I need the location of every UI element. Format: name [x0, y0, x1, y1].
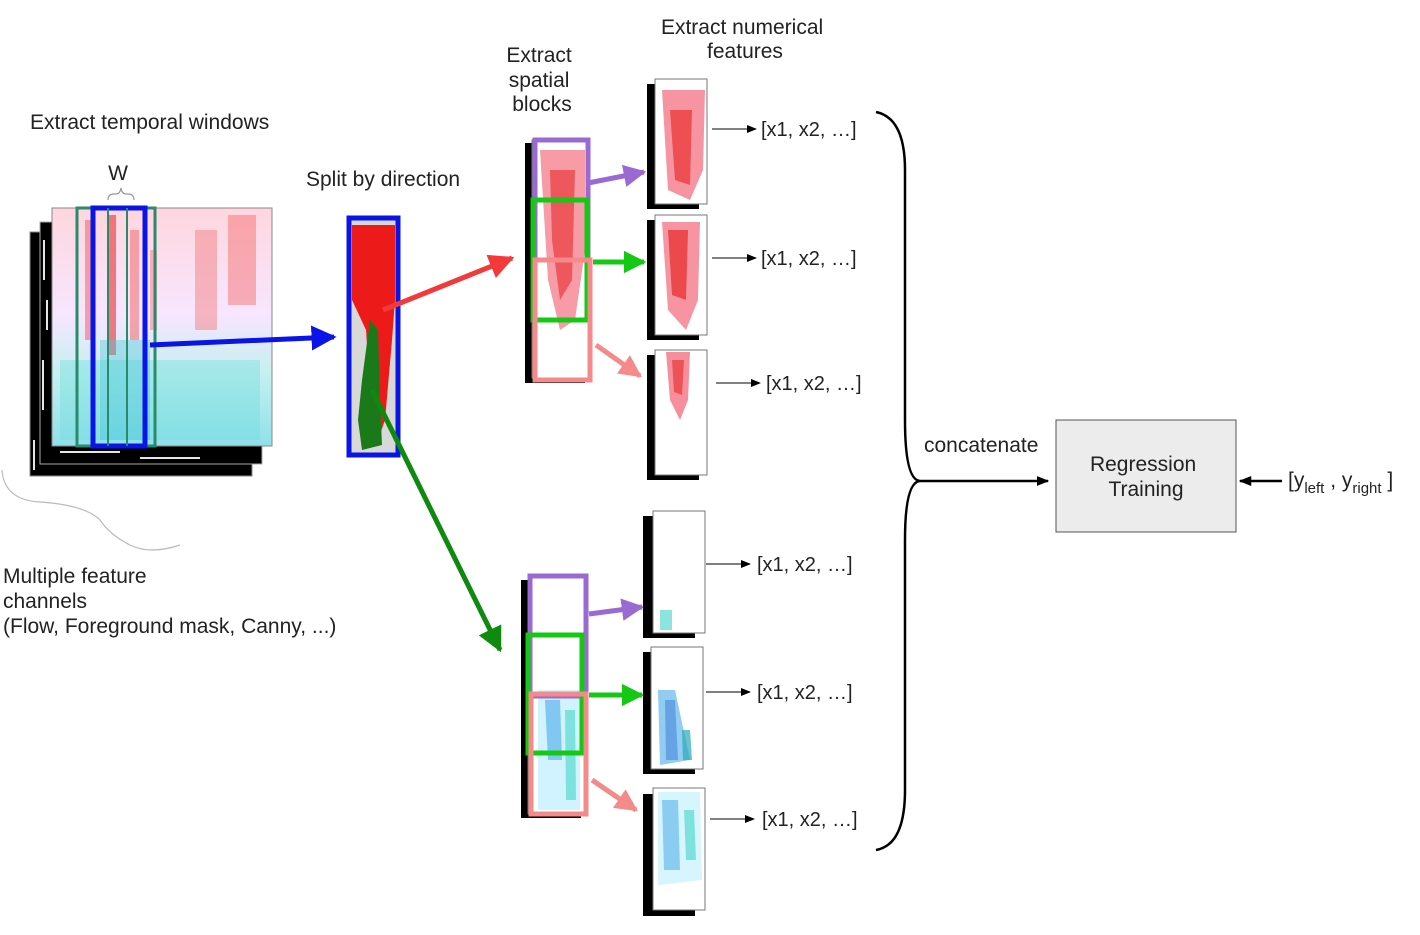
numerical-features-label: Extract numerical features	[661, 16, 829, 63]
concatenate-label: concatenate	[924, 434, 1038, 457]
spatial-blocks-bottom	[521, 573, 589, 818]
feature-block-top-2	[647, 214, 708, 340]
feature-vector-top-3: [x1, x2, …]	[766, 373, 862, 395]
feature-vector-top-1: [x1, x2, …]	[761, 119, 857, 141]
feature-channel-stack	[29, 205, 273, 477]
channels-brace	[1, 469, 181, 551]
temporal-window	[90, 205, 148, 449]
window-width-brace	[107, 187, 135, 201]
window-width-label: W	[108, 162, 128, 185]
spatial-blocks-top	[525, 137, 593, 383]
channels-label: Multiple feature channels (Flow, Foregro…	[3, 565, 336, 638]
feature-block-bottom-2	[643, 646, 704, 774]
bottom-purple-arrow	[588, 598, 645, 621]
to-negative-branch-arrow	[369, 388, 503, 653]
temporal-windows-label: Extract temporal windows	[30, 111, 269, 134]
feature-block-top-1	[647, 78, 708, 209]
regression-training-box	[1055, 419, 1237, 533]
to-split-arrow	[149, 325, 337, 351]
feature-block-top-3	[647, 349, 708, 480]
feature-block-bottom-3	[643, 787, 706, 916]
top-salmon-arrow	[594, 342, 642, 379]
spatial-blocks-label: Extract spatial blocks	[506, 44, 577, 116]
feature-vector-bottom-3: [x1, x2, …]	[762, 809, 858, 831]
to-positive-branch-arrow	[382, 254, 515, 313]
feature-vector-bottom-2: [x1, x2, …]	[757, 682, 853, 704]
concatenate-brace	[875, 110, 921, 852]
top-purple-arrow	[587, 164, 647, 187]
target-label: [yleft , yright ]	[1288, 469, 1393, 497]
split-direction-label: Split by direction	[306, 168, 460, 191]
bottom-salmon-arrow	[590, 777, 638, 813]
direction-split-block	[346, 215, 401, 458]
feature-block-bottom-1	[643, 510, 706, 638]
feature-vector-bottom-1: [x1, x2, …]	[757, 554, 853, 576]
regression-training-label: Regression Training	[1090, 453, 1202, 501]
feature-vector-top-2: [x1, x2, …]	[761, 248, 857, 270]
